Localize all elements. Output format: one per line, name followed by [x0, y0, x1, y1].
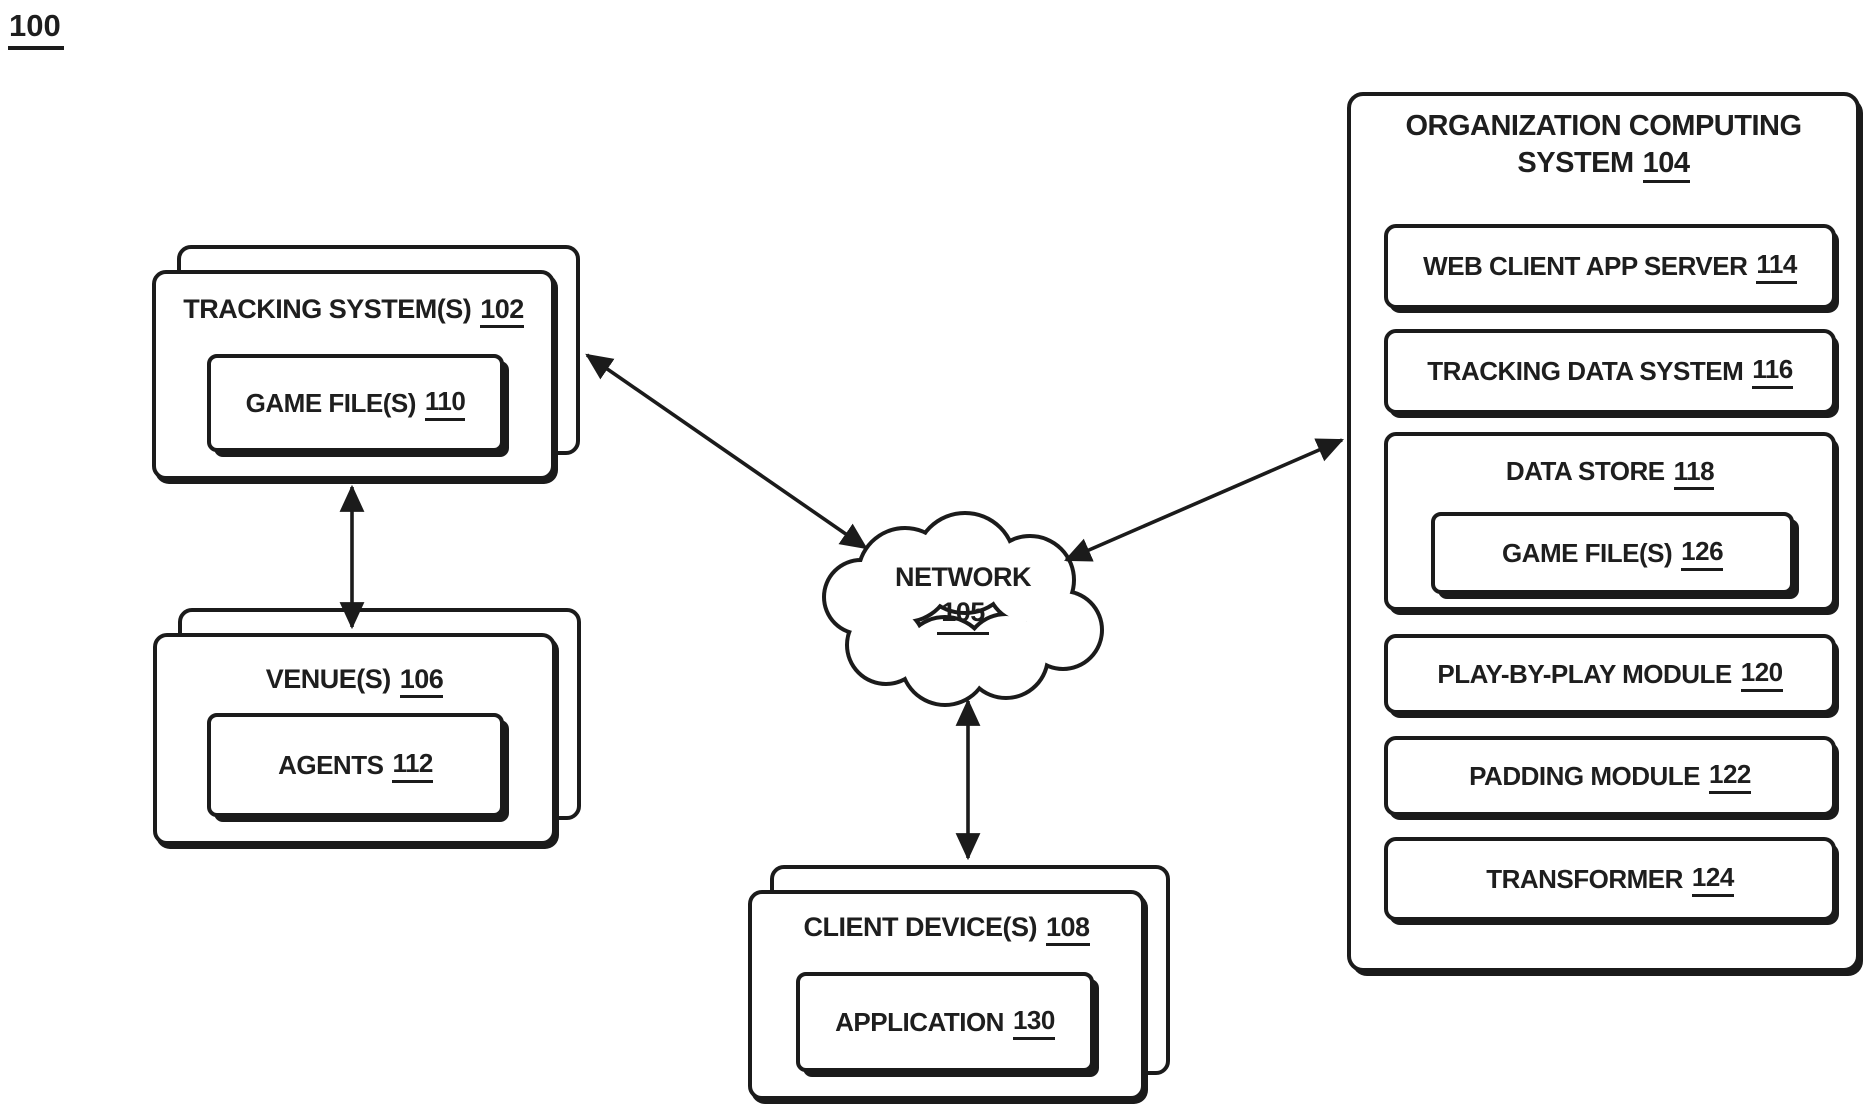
ref-number: 130	[1012, 1005, 1055, 1040]
ref-number: 124	[1691, 862, 1734, 897]
network-label: NETWORK 105	[863, 560, 1063, 635]
ref-number: 114	[1756, 249, 1797, 284]
ref-number: 118	[1673, 456, 1715, 490]
tracking-system-title: TRACKING SYSTEM(S)102	[156, 294, 551, 328]
arrow-tracking-network	[585, 353, 868, 550]
ref-number: 122	[1708, 759, 1751, 794]
tracking-system-box: TRACKING SYSTEM(S)102 GAME FILE(S)110	[152, 270, 555, 480]
ref-number: 116	[1752, 354, 1793, 389]
ref-number: 102	[480, 294, 524, 328]
ref-number: 120	[1740, 657, 1783, 692]
ref-number: 112	[392, 748, 433, 783]
ref-number: 104	[1642, 147, 1690, 183]
ref-number: 105	[937, 595, 989, 635]
ref-number: 126	[1681, 536, 1724, 571]
game-files-126-box: GAME FILE(S)126	[1431, 512, 1794, 594]
ref-number: 106	[399, 664, 444, 698]
arrow-network-organization	[1064, 438, 1344, 562]
game-files-box: GAME FILE(S)110	[207, 354, 504, 452]
venue-title: VENUE(S)106	[157, 664, 552, 698]
figure-number: 100	[8, 8, 64, 50]
ref-number: 110	[424, 386, 466, 421]
client-device-title: CLIENT DEVICE(S)108	[752, 912, 1141, 946]
ref-number: 108	[1045, 912, 1090, 946]
